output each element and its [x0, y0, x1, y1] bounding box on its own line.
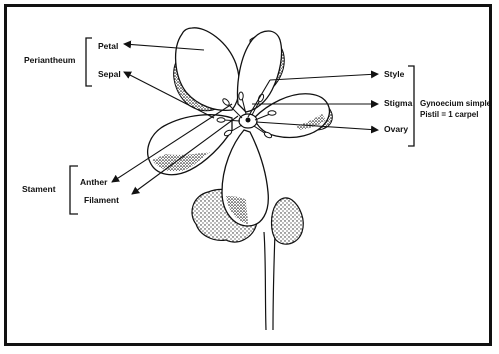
style-label: Style: [384, 70, 404, 79]
gynoecium-label-line2: Pistil = 1 carpel: [420, 109, 478, 120]
perianth-bracket: [86, 38, 92, 86]
ovary-label: Ovary: [384, 125, 408, 134]
perianth-group-label: Periantheum: [24, 56, 76, 65]
anther-label: Anther: [80, 178, 107, 187]
filament-label: Filament: [84, 196, 119, 205]
stem: [264, 232, 275, 330]
lower-sepal-right: [272, 198, 304, 244]
stigma-label: Stigma: [384, 99, 412, 108]
stamen-bracket: [70, 166, 78, 214]
stigma-dot: [246, 118, 251, 123]
sepal-label: Sepal: [98, 70, 121, 79]
gynoecium-label-line1: Gynoecium simple: [420, 98, 491, 109]
style-arrow: [270, 74, 378, 80]
petal-label: Petal: [98, 42, 118, 51]
stamen-group-label: Stament: [22, 185, 56, 194]
